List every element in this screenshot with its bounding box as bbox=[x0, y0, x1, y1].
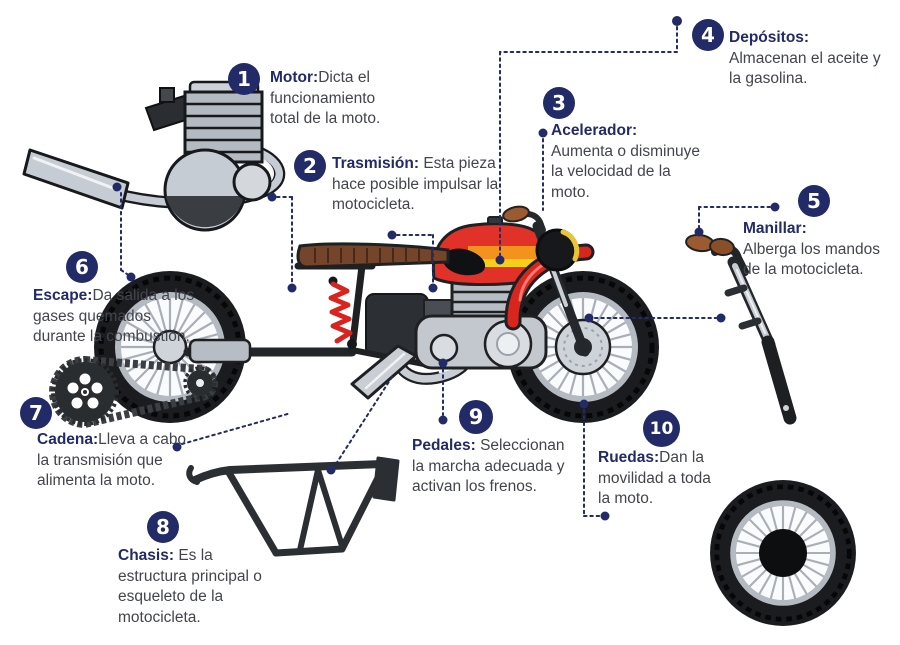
label-ruedas: Ruedas:Dan la movilidad a toda la moto. bbox=[598, 449, 711, 508]
label-motor: Motor:Dicta el funcionamiento total de l… bbox=[270, 69, 381, 128]
label-manillar: Manillar:Alberga los mandos de la motoci… bbox=[743, 220, 880, 279]
engine-exhaust-illustration bbox=[22, 80, 286, 232]
badge-manillar: 5 bbox=[798, 185, 830, 217]
label-chasis: Chasis: Es la estructura principal o esq… bbox=[118, 547, 262, 626]
badge-ruedas: 10 bbox=[643, 410, 680, 447]
motorcycle-illustration bbox=[94, 205, 659, 423]
badge-escape: 6 bbox=[66, 251, 98, 283]
badge-chasis: 8 bbox=[147, 511, 179, 543]
fork-illustration bbox=[685, 233, 797, 425]
wheel-illustration bbox=[710, 480, 856, 626]
badge-depositos: 4 bbox=[692, 19, 724, 51]
label-trasmision: Trasmisión: Esta pieza hace posible impu… bbox=[332, 155, 499, 214]
badge-acelerador: 3 bbox=[543, 87, 575, 119]
chain-illustration bbox=[49, 355, 218, 429]
connector-lines bbox=[112, 16, 780, 521]
chassis-illustration bbox=[186, 456, 400, 557]
badge-cadena: 7 bbox=[20, 397, 52, 429]
badge-pedales: 9 bbox=[459, 400, 493, 434]
badge-motor: 1 bbox=[228, 63, 260, 95]
label-cadena: Cadena:Lleva a cabo la transmisión que a… bbox=[37, 431, 187, 490]
label-acelerador: Acelerador:Aumenta o disminuye la veloci… bbox=[551, 122, 701, 201]
badge-trasmision: 2 bbox=[294, 150, 326, 182]
label-depositos: Depósitos:Almacenan el aceite y la gasol… bbox=[729, 29, 881, 88]
label-pedales: Pedales: Seleccionan la marcha adecuada … bbox=[412, 437, 565, 496]
label-escape: Escape:Da salida a los gases quemados du… bbox=[33, 287, 195, 346]
